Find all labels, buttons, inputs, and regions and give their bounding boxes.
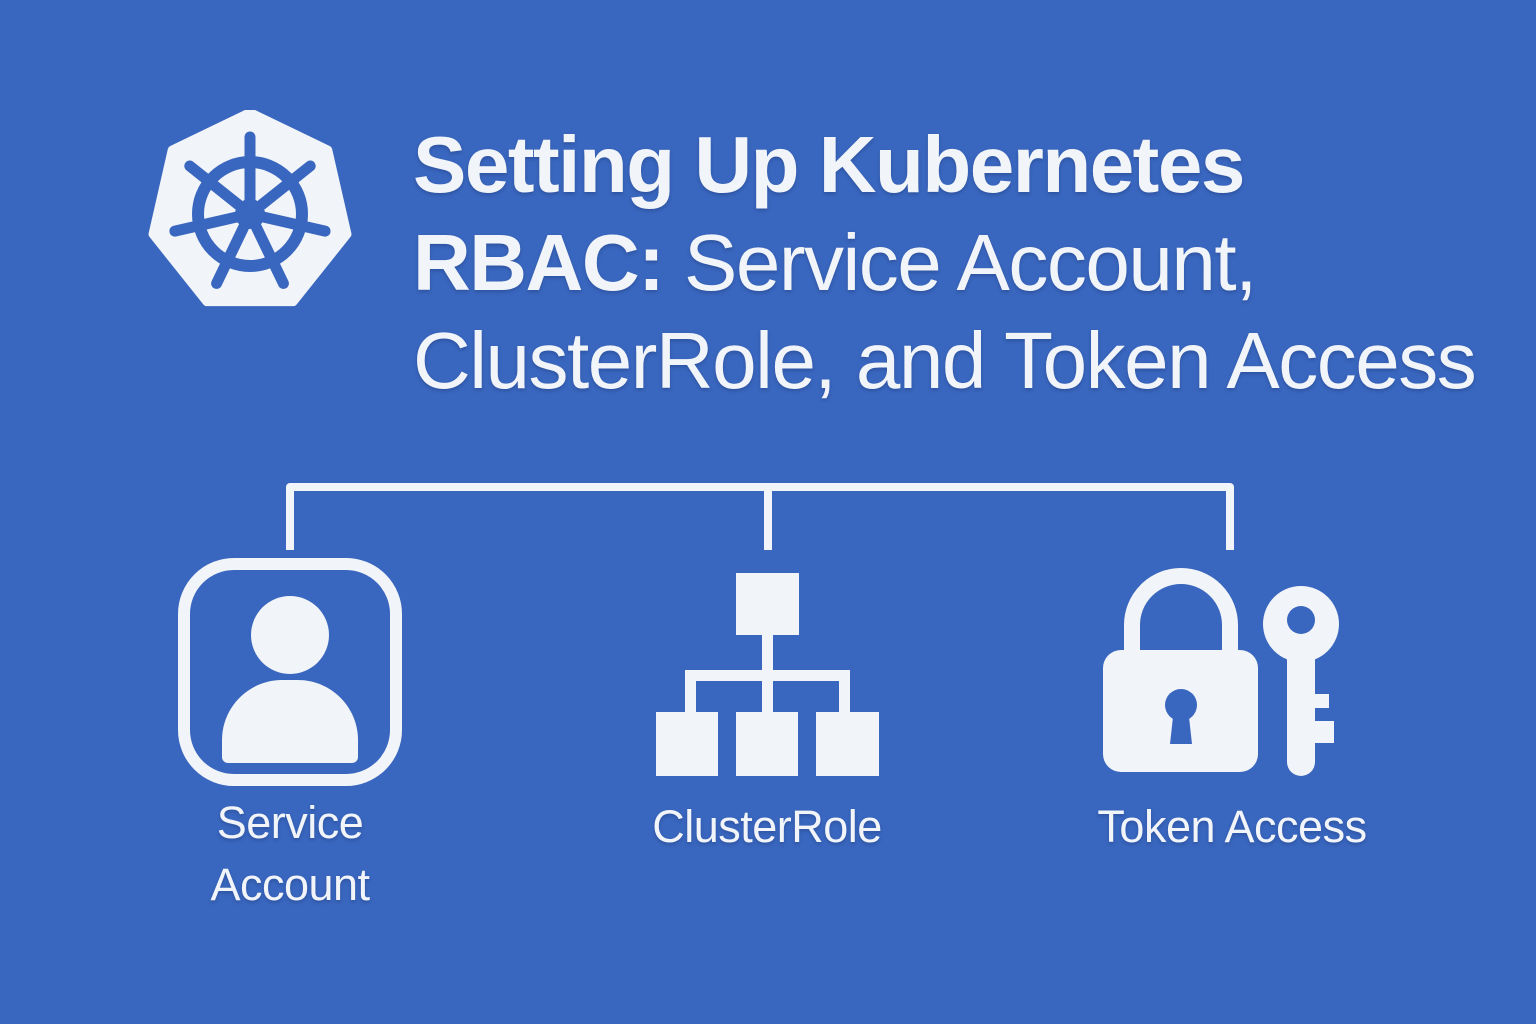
title-line-2: RBAC: Service Account, (413, 214, 1503, 312)
kubernetes-logo-icon (148, 110, 352, 307)
org-hierarchy-icon (656, 573, 879, 776)
page-title: Setting Up Kubernetes RBAC: Service Acco… (413, 116, 1503, 410)
node-label-cluster-role: ClusterRole (652, 801, 882, 852)
title-line-1: Setting Up Kubernetes (413, 120, 1245, 209)
node-label-token-access: Token Access (1097, 801, 1367, 852)
title-line-2-bold: RBAC: (413, 218, 665, 307)
user-badge-icon (178, 558, 402, 786)
title-line-2-rest: Service Account, (663, 218, 1257, 307)
lock-and-key-icon (1103, 568, 1339, 776)
title-line-3: ClusterRole, and Token Access (413, 316, 1477, 405)
node-label-service-account: Service Account (210, 797, 370, 910)
